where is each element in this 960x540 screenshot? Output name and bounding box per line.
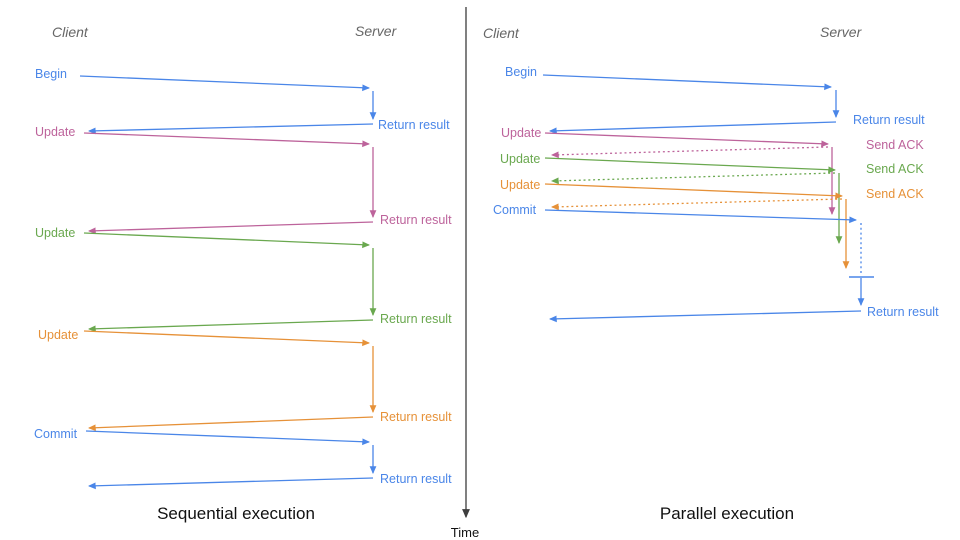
response-arrow [548, 310, 862, 323]
par-round-update-2: Update Send ACK [500, 152, 924, 245]
client-lifeline-header: Client [483, 25, 520, 41]
response-label: Return result [380, 472, 452, 486]
response-label: Send ACK [866, 138, 924, 152]
request-label: Update [500, 152, 540, 166]
client-lifeline-header: Client [52, 24, 89, 40]
ack-dotted-arrow [550, 198, 843, 211]
seq-round-commit: Commit Return result [34, 427, 452, 490]
request-arrow [83, 330, 371, 347]
request-label: Update [500, 178, 540, 192]
par-round-update-3: Update Send ACK [500, 178, 924, 270]
request-arrow [79, 75, 371, 92]
panel-caption: Parallel execution [660, 504, 794, 523]
par-round-begin: Begin Return result [505, 65, 925, 135]
ack-dotted-arrow [550, 172, 836, 185]
request-label: Update [35, 226, 75, 240]
request-arrow [83, 132, 371, 148]
response-arrow [87, 319, 374, 333]
ack-dotted-arrow [550, 146, 829, 159]
request-label: Begin [505, 65, 537, 79]
response-label: Return result [378, 118, 450, 132]
response-label: Return result [867, 305, 939, 319]
request-arrow [85, 430, 371, 446]
response-label: Return result [380, 213, 452, 227]
seq-round-update-1: Update Return result [35, 125, 452, 235]
seq-round-begin: Begin Return result [35, 67, 450, 135]
request-label: Commit [493, 203, 537, 217]
request-label: Update [501, 126, 541, 140]
response-label: Send ACK [866, 187, 924, 201]
request-label: Update [38, 328, 78, 342]
request-arrow [544, 132, 830, 148]
seq-round-update-2: Update Return result [35, 226, 452, 333]
server-lifeline-header: Server [355, 23, 398, 39]
panel-sequential: Client Server Begin Return result Update… [34, 23, 452, 523]
request-arrow [83, 232, 371, 249]
request-label: Update [35, 125, 75, 139]
response-label: Return result [380, 410, 452, 424]
request-arrow [544, 209, 858, 224]
response-label: Send ACK [866, 162, 924, 176]
response-label: Return result [380, 312, 452, 326]
server-lifeline-header: Server [820, 24, 863, 40]
response-arrow [87, 221, 374, 235]
response-arrow [87, 416, 374, 432]
time-axis-label: Time [451, 525, 479, 540]
panel-caption: Sequential execution [157, 504, 315, 523]
time-axis: Time [451, 7, 479, 540]
request-arrow [544, 157, 837, 174]
request-arrow [542, 74, 833, 91]
response-arrow [548, 121, 837, 135]
par-round-commit: Commit Return result [493, 203, 939, 323]
request-label: Commit [34, 427, 78, 441]
panel-parallel: Client Server Begin Return result Update… [483, 24, 939, 523]
response-label: Return result [853, 113, 925, 127]
par-round-update-1: Update Send ACK [501, 126, 924, 216]
seq-round-update-3: Update Return result [38, 328, 452, 432]
request-arrow [544, 183, 844, 200]
request-label: Begin [35, 67, 67, 81]
response-arrow [87, 477, 374, 490]
response-arrow [87, 123, 374, 135]
